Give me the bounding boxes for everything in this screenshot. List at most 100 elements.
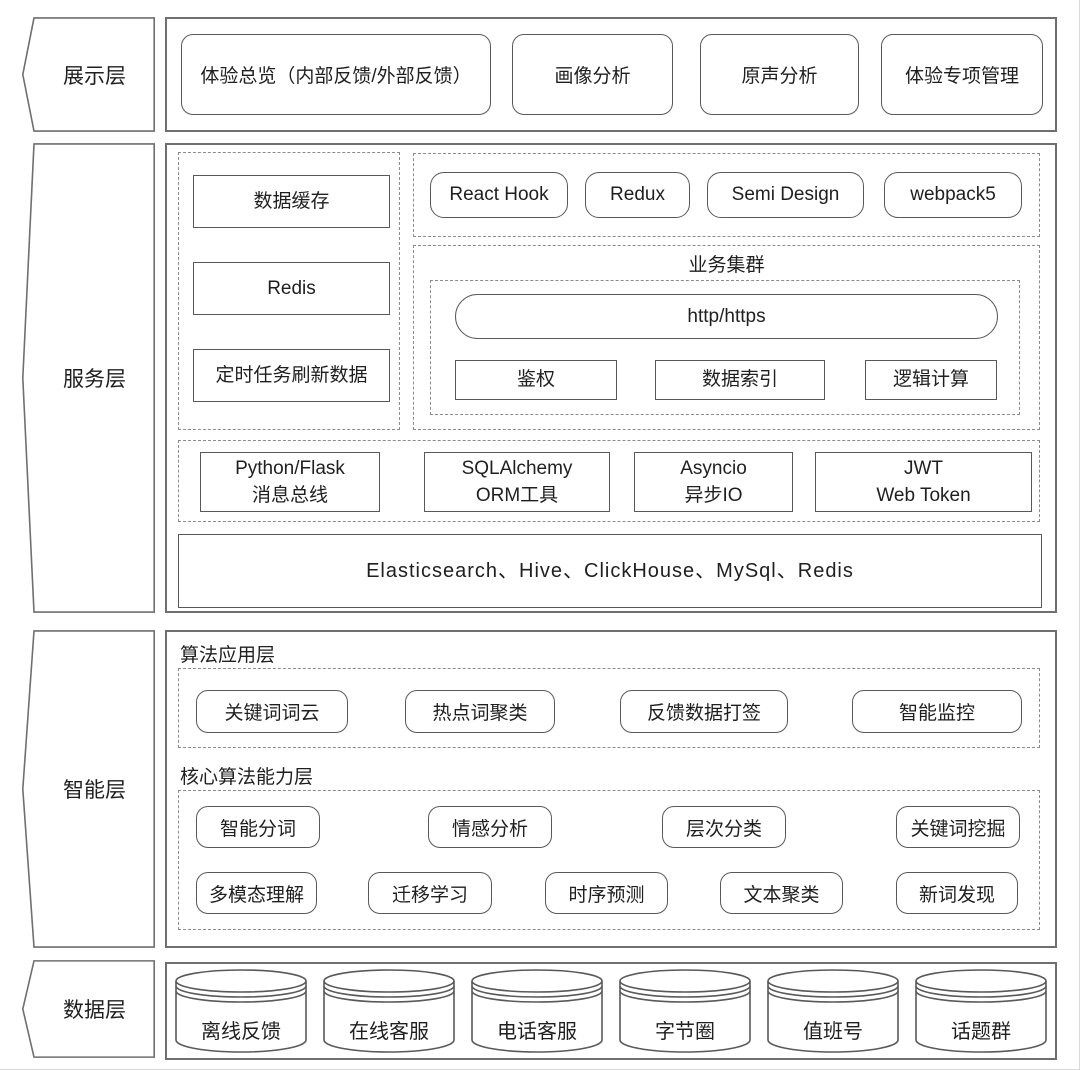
core-algo-label: 情感分析 xyxy=(451,818,528,840)
backend-box-line2: ORM工具 xyxy=(475,485,559,506)
frontend-box-label: Redux xyxy=(610,184,665,205)
datasource-byte-circle: 字节圈 xyxy=(619,969,751,1053)
cache-box-label: 定时任务刷新数据 xyxy=(215,364,368,386)
chevron-banner-icon xyxy=(22,17,155,132)
chevron-banner-icon xyxy=(22,143,155,613)
backend-box-line2: Web Token xyxy=(876,485,971,506)
core-algo-box-hierarchical-classification: 层次分类 xyxy=(662,806,786,848)
cluster-service-data-index: 数据索引 xyxy=(655,360,825,400)
frontend-box-webpack5: webpack5 xyxy=(884,172,1022,218)
protocol-label: http/https xyxy=(687,305,766,327)
core-algo-label: 智能分词 xyxy=(219,818,296,840)
core-algo-label: 迁移学习 xyxy=(391,884,468,906)
core-algo-box-sentiment-analysis: 情感分析 xyxy=(428,806,552,848)
core-algo-label: 文本聚类 xyxy=(743,884,820,906)
algo-app-box-smart-monitor: 智能监控 xyxy=(852,690,1022,733)
core-algo-box-time-series-forecast: 时序预测 xyxy=(545,872,668,914)
algo-app-box-hotword-cluster: 热点词聚类 xyxy=(405,690,555,733)
frontend-box-semi-design: Semi Design xyxy=(707,172,864,218)
database-icon xyxy=(619,969,751,1053)
backend-box-line1: JWT xyxy=(903,458,944,479)
backend-stack-panel xyxy=(178,440,1040,522)
datasource-online-service: 在线客服 xyxy=(323,969,455,1053)
business-cluster-title: 业务集群 xyxy=(688,255,765,276)
layer-label-text: 智能层 xyxy=(63,779,126,802)
module-box-experience-overview: 体验总览（内部反馈/外部反馈） xyxy=(181,34,491,115)
module-box-experience-project: 体验专项管理 xyxy=(881,34,1043,115)
chevron-banner-icon xyxy=(22,630,155,948)
data-layer-panel xyxy=(165,962,1057,1060)
cluster-service-label: 数据索引 xyxy=(701,369,778,391)
algo-app-label: 反馈数据打签 xyxy=(646,703,761,724)
business-cluster-panel xyxy=(413,245,1040,430)
datasource-label: 电话客服 xyxy=(497,1021,577,1043)
database-icon xyxy=(471,969,603,1053)
cache-panel xyxy=(178,152,400,430)
module-box-portrait-analysis: 画像分析 xyxy=(512,34,673,115)
algo-app-label: 智能监控 xyxy=(898,703,975,724)
algo-application-title: 算法应用层 xyxy=(180,645,276,666)
cluster-service-logic-compute: 逻辑计算 xyxy=(865,360,997,400)
cluster-service-auth: 鉴权 xyxy=(455,360,617,400)
frontend-box-label: React Hook xyxy=(449,184,549,205)
module-label: 体验专项管理 xyxy=(904,66,1019,87)
module-label: 体验总览（内部反馈/外部反馈） xyxy=(200,66,472,87)
algo-application-panel xyxy=(178,668,1040,748)
backend-box-asyncio: Asyncio 异步IO xyxy=(634,452,793,512)
datasource-label: 值班号 xyxy=(803,1021,863,1043)
algo-app-box-feedback-tagging: 反馈数据打签 xyxy=(620,690,788,733)
cache-box-scheduled-refresh: 定时任务刷新数据 xyxy=(193,349,390,402)
cache-box-label: 数据缓存 xyxy=(253,190,330,212)
backend-box-sqlalchemy: SQLAlchemy ORM工具 xyxy=(424,452,610,512)
datasource-duty-number: 值班号 xyxy=(767,969,899,1053)
core-algo-title: 核心算法能力层 xyxy=(180,767,314,788)
core-algo-label: 时序预测 xyxy=(568,884,645,906)
cache-box-redis: Redis xyxy=(193,262,390,315)
layer-label-text: 服务层 xyxy=(63,368,126,391)
datasource-topic-group: 话题群 xyxy=(915,969,1047,1053)
module-label: 画像分析 xyxy=(554,66,631,87)
http-protocol-capsule: http/https xyxy=(455,294,998,339)
database-icon xyxy=(915,969,1047,1053)
backend-box-line2: 消息总线 xyxy=(251,485,328,506)
algo-app-box-keyword-cloud: 关键词词云 xyxy=(196,690,348,733)
backend-box-line1: Python/Flask xyxy=(235,458,345,479)
datasource-label: 话题群 xyxy=(951,1021,1011,1043)
datasource-label: 字节圈 xyxy=(655,1021,715,1043)
core-algo-box-word-segmentation: 智能分词 xyxy=(196,806,320,848)
algo-app-label: 关键词词云 xyxy=(224,703,320,724)
cluster-service-label: 鉴权 xyxy=(516,369,555,391)
frontend-stack-panel xyxy=(413,153,1040,237)
core-algo-box-keyword-mining: 关键词挖掘 xyxy=(896,806,1020,848)
core-algo-box-multimodal: 多模态理解 xyxy=(196,872,317,914)
algo-app-label: 热点词聚类 xyxy=(432,703,528,724)
datasource-offline-feedback: 离线反馈 xyxy=(175,969,307,1053)
chevron-banner-icon xyxy=(22,960,155,1058)
core-algo-label: 多模态理解 xyxy=(208,884,304,906)
backend-box-jwt: JWT Web Token xyxy=(815,452,1032,512)
backend-box-line1: Asyncio xyxy=(680,458,747,479)
backend-box-line2: 异步IO xyxy=(684,485,743,506)
core-algo-panel xyxy=(178,790,1040,930)
core-algo-box-text-clustering: 文本聚类 xyxy=(720,872,843,914)
core-algo-label: 关键词挖掘 xyxy=(910,818,1006,840)
datasource-label: 离线反馈 xyxy=(201,1021,281,1043)
backend-box-line1: SQLAlchemy xyxy=(461,458,573,479)
core-algo-label: 层次分类 xyxy=(685,818,762,840)
core-algo-box-transfer-learning: 迁移学习 xyxy=(368,872,492,914)
layer-label-service: 服务层 xyxy=(22,143,155,613)
layer-label-presentation: 展示层 xyxy=(22,17,155,132)
layer-label-intelligence: 智能层 xyxy=(22,630,155,948)
cache-box-data-cache: 数据缓存 xyxy=(193,175,390,228)
storage-label: Elasticsearch、Hive、ClickHouse、MySql、Redi… xyxy=(366,559,854,582)
layer-label-data: 数据层 xyxy=(22,960,155,1058)
frontend-box-react-hook: React Hook xyxy=(430,172,568,218)
frontend-box-redux: Redux xyxy=(585,172,690,218)
database-icon xyxy=(323,969,455,1053)
business-cluster-inner-panel xyxy=(430,280,1020,415)
backend-box-python-flask: Python/Flask 消息总线 xyxy=(200,452,380,512)
frontend-box-label: webpack5 xyxy=(910,184,996,205)
frontend-box-label: Semi Design xyxy=(731,184,840,205)
cache-box-label: Redis xyxy=(267,277,316,299)
